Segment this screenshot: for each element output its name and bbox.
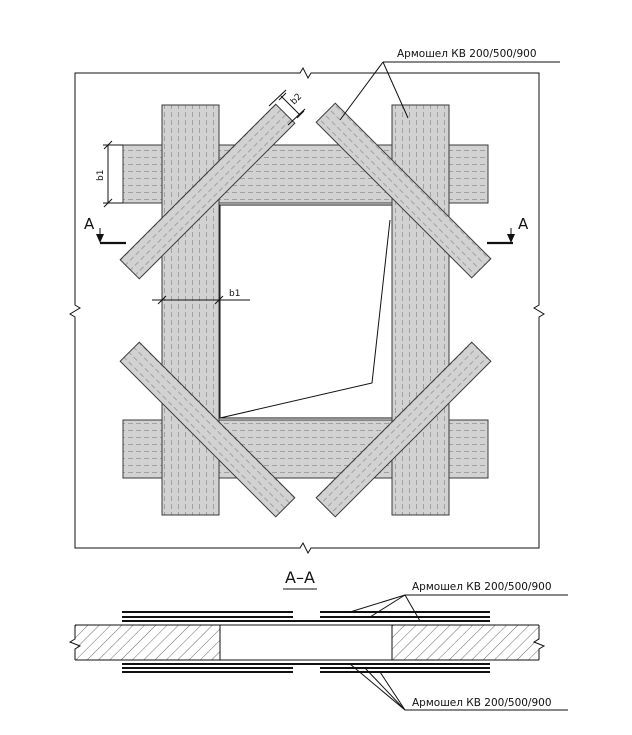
- section-title: A–A: [285, 568, 315, 587]
- dimension-b1-side: [103, 140, 123, 208]
- strip-vertical-left: [161, 104, 220, 516]
- callout-leader-section-bottom: [349, 663, 568, 711]
- callout-label-section-top: Армошел КВ 200/500/900: [412, 581, 552, 593]
- mesh-layers-bottom: [122, 663, 490, 673]
- dimension-b1-side-label: b1: [96, 170, 106, 181]
- opening-casement-lines: [219, 219, 391, 419]
- wall-outline: [69, 66, 545, 555]
- dimension-b1-bottom-label: b1: [229, 289, 240, 299]
- wall-section-left: [75, 625, 220, 660]
- plan-view: Армошел КВ 200/500/900 b1 b1 b2: [69, 48, 560, 555]
- section-view: A–A А: [68, 568, 568, 711]
- callout-leader-section-top: [349, 594, 568, 622]
- section-marker-right: [487, 228, 515, 245]
- callout-leader-plan: [339, 61, 560, 121]
- strip-diagonal-bottom-right: [315, 341, 492, 518]
- break-right: [532, 625, 546, 660]
- strip-diagonal-top-left: [119, 103, 296, 280]
- strip-diagonal-top-right: [315, 102, 492, 279]
- section-marker-left-label: A: [84, 215, 95, 233]
- callout-label-section-bottom: Армошел КВ 200/500/900: [412, 697, 552, 709]
- dimension-b1-bottom: [152, 295, 250, 305]
- window-opening: [219, 204, 393, 419]
- section-marker-right-label: A: [518, 215, 529, 233]
- strip-vertical-right: [391, 104, 450, 516]
- wall-section-right: [392, 625, 539, 660]
- section-marker-left: [96, 228, 126, 245]
- callout-label-plan: Армошел КВ 200/500/900: [397, 48, 537, 60]
- dimension-b2: [268, 89, 306, 126]
- mesh-layers-top: [122, 611, 490, 622]
- strip-diagonal-bottom-left: [119, 341, 296, 518]
- opening-section: [219, 624, 393, 661]
- dimension-b2-label: b2: [289, 92, 304, 107]
- break-left: [68, 625, 82, 660]
